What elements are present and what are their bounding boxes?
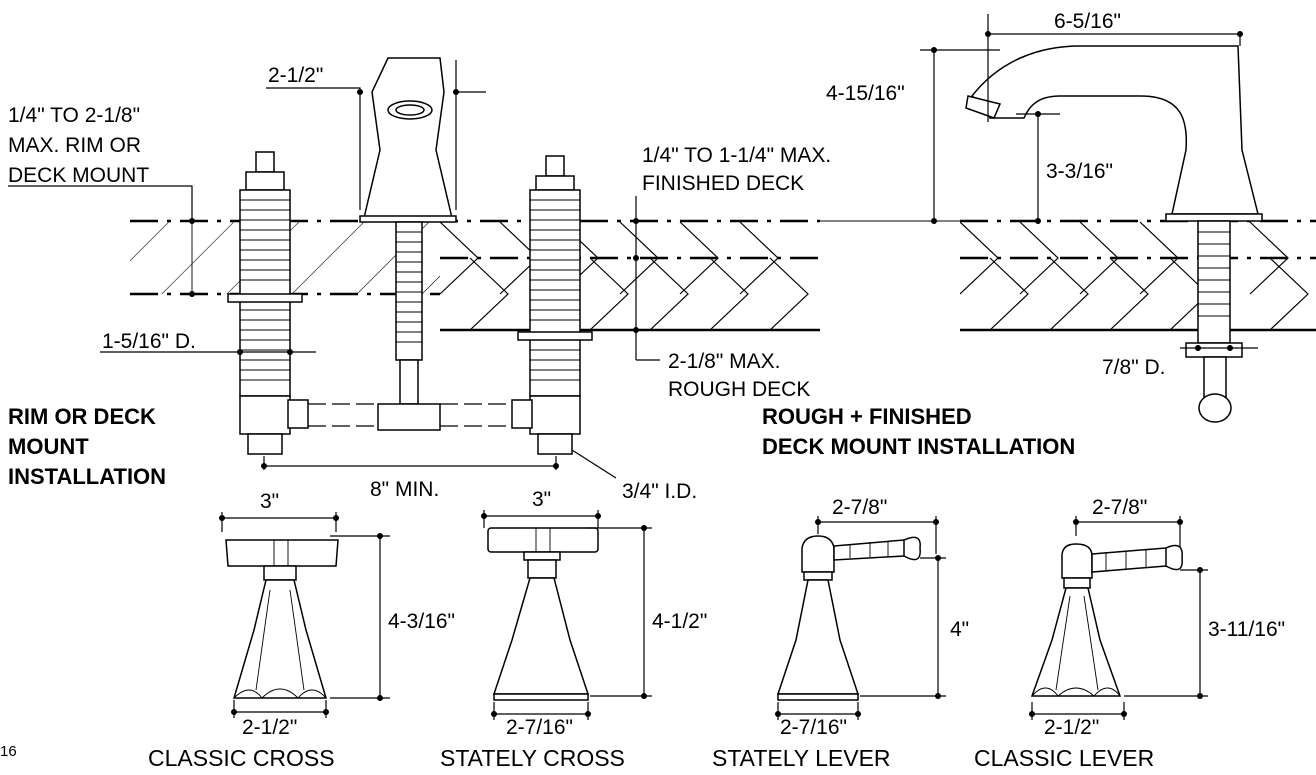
rim-deck-section [8,57,820,479]
handle-width-label: 3" [532,488,551,511]
handle-name: STATELY CROSS [440,745,625,771]
handle-name: STATELY LEVER [712,745,891,771]
handle-base-label: 2-7/16" [506,716,573,739]
handle-name: CLASSIC LEVER [974,745,1154,771]
hole-diameter-label: 1-5/16" D. [102,330,196,353]
handle-classic-cross: 3" 4-3/16" 2-1/2" CLASSIC CROSS [148,490,455,771]
rim-title-1: RIM OR DECK [8,404,156,429]
spout-clearance-label: 3-3/16" [1046,160,1113,183]
rim-range-label-1: 1/4" TO 2-1/8" [8,104,140,127]
handle-name: CLASSIC CROSS [148,745,335,771]
rough-deck-section [820,14,1316,423]
deck-hatching-right [960,221,1309,330]
rim-dimension-lines [8,60,660,479]
spout-hole-label: 7/8" D. [1102,356,1165,379]
rough-title-1: ROUGH + FINISHED [762,404,972,429]
inlet-label: 3/4" I.D. [622,480,697,503]
handle-base-label: 2-1/2" [1044,716,1099,739]
rim-range-label-3: DECK MOUNT [8,164,149,187]
handle-stately-lever: 2-7/8" 4" 2-7/16" STATELY LEVER [712,496,969,771]
spout-reach-label: 6-5/16" [1054,10,1121,33]
handle-base-label: 2-7/16" [780,716,847,739]
dimension-labels: 2-1/2" 1/4" TO 2-1/8" MAX. RIM OR DECK M… [8,10,1165,503]
finished-deck-label-2: FINISHED DECK [642,172,804,195]
installation-titles: RIM OR DECK MOUNT INSTALLATION ROUGH + F… [8,404,1075,489]
handle-height-label: 3-11/16" [1208,618,1285,641]
center-spout [359,57,457,431]
handle-width-label: 3" [260,490,279,513]
deck-hatching-left [130,221,809,330]
spout-dimension-lines [920,14,1258,351]
handle-height-label: 4-1/2" [652,610,707,633]
rough-title-2: DECK MOUNT INSTALLATION [762,434,1075,459]
min-spacing-label: 8" MIN. [370,478,439,501]
rim-title-2: MOUNT [8,434,89,459]
handle-stately-cross: 3" 4-1/2" 2-7/16" STATELY CROSS [440,488,707,771]
finished-deck-label-1: 1/4" TO 1-1/4" MAX. [642,144,831,167]
rough-deck-label-2: ROUGH DECK [668,378,810,401]
handle-height-label: 4" [950,618,969,641]
left-valve [227,151,303,455]
rim-title-3: INSTALLATION [8,464,166,489]
handle-classic-lever: 2-7/8" 3-11/16" 2-1/2" CLASSIC LEVER [974,496,1285,771]
spout-height-label: 4-15/16" [826,82,905,105]
handle-height-label: 4-3/16" [388,610,455,633]
spout-width-label: 2-1/2" [268,64,323,87]
supply-hoses [287,399,533,429]
rough-deck-label-1: 2-1/8" MAX. [668,350,781,373]
handle-width-label: 2-7/8" [1092,496,1147,519]
rim-range-label-2: MAX. RIM OR [8,134,141,157]
handle-base-label: 2-1/2" [242,716,297,739]
right-valve [517,155,593,455]
handle-width-label: 2-7/8" [832,496,887,519]
page-number: 16 [0,743,17,760]
